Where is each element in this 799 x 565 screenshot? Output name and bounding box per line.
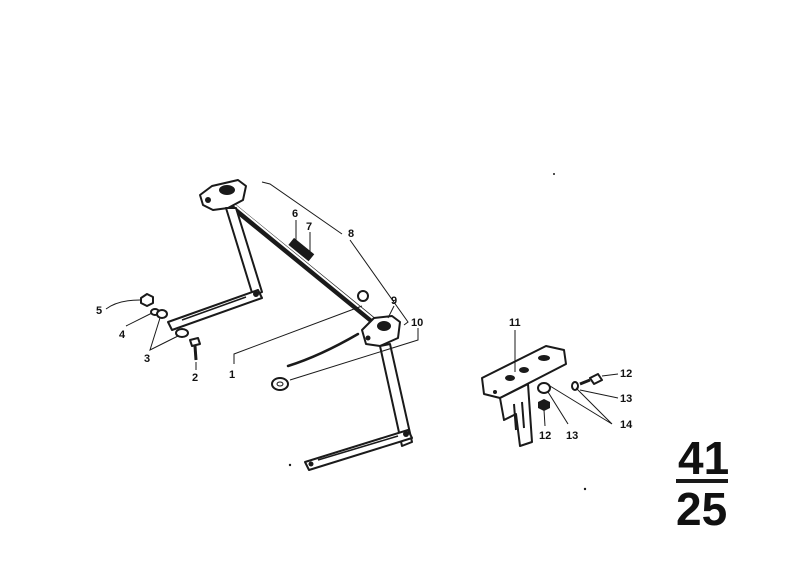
lower-link-end xyxy=(308,461,314,467)
bracket-slot-2 xyxy=(521,401,525,429)
stray-mark-1 xyxy=(553,173,555,175)
leader-14 xyxy=(549,385,613,425)
callout-2: 2 xyxy=(192,372,198,384)
callout-13-lower: 13 xyxy=(566,430,578,442)
nut-5 xyxy=(140,293,154,307)
figure-subgroup-number: 25 xyxy=(676,483,727,535)
upper-link-pivot xyxy=(253,291,259,297)
figure-number-divider xyxy=(676,479,728,483)
callout-14: 14 xyxy=(620,419,633,431)
top-bracket-hole xyxy=(219,185,235,195)
bracket-hole-1 xyxy=(505,375,515,381)
middle-bracket-hole xyxy=(377,321,391,331)
support-bracket-assembly xyxy=(481,345,603,447)
callout-3: 3 xyxy=(144,353,150,365)
cable-ring-hole xyxy=(276,381,284,387)
callout-12-right: 12 xyxy=(620,368,632,380)
bracket-hole-2 xyxy=(519,367,529,373)
top-bracket-bolt xyxy=(205,197,211,203)
callout-4: 4 xyxy=(119,329,126,341)
leader-3 xyxy=(149,317,179,351)
leader-1 xyxy=(233,305,363,364)
callout-labels: 1 2 3 4 5 6 7 8 9 10 11 12 13 12 13 14 xyxy=(96,208,633,442)
hinge-assembly xyxy=(167,179,413,471)
leader-10 xyxy=(289,328,419,381)
middle-bracket xyxy=(361,315,401,347)
callout-12-left: 12 xyxy=(539,430,551,442)
lower-link-pivot xyxy=(403,431,409,437)
leader-13-lower xyxy=(547,391,569,425)
bolt-2 xyxy=(189,337,201,347)
upper-slotted-link xyxy=(167,289,263,331)
bracket-hole-3 xyxy=(538,355,550,361)
callout-13-right: 13 xyxy=(620,393,632,405)
rod-sleeve xyxy=(288,237,315,262)
main-rod xyxy=(221,196,386,332)
fasteners-left xyxy=(140,293,201,361)
leader-lines xyxy=(105,181,619,427)
leader-4 xyxy=(125,312,153,327)
main-rod-highlight xyxy=(225,197,382,326)
rod-collar xyxy=(357,290,369,302)
upper-arm xyxy=(225,207,263,297)
support-bracket-leg xyxy=(499,383,533,447)
leader-5 xyxy=(105,299,141,310)
bracket-slot-1 xyxy=(513,403,517,431)
washer-3a xyxy=(156,309,168,319)
top-bracket xyxy=(199,179,247,211)
callout-9: 9 xyxy=(391,295,397,307)
middle-bracket-bolt xyxy=(365,335,371,341)
leader-9 xyxy=(387,305,395,319)
callout-11: 11 xyxy=(509,317,521,329)
stray-mark-3 xyxy=(583,487,587,491)
figure-number: 41 25 xyxy=(676,432,729,535)
callout-6: 6 xyxy=(292,208,298,220)
figure-group-number: 41 xyxy=(678,432,729,484)
leader-8 xyxy=(261,181,409,326)
callout-8: 8 xyxy=(348,228,354,240)
bracket-rivet xyxy=(493,390,497,394)
lower-arm xyxy=(379,343,413,447)
stray-mark-2 xyxy=(288,463,292,467)
cable xyxy=(286,332,360,368)
bolt-12-right-shank xyxy=(579,378,591,386)
callout-10: 10 xyxy=(411,317,423,329)
callout-7: 7 xyxy=(306,221,312,233)
leader-12-left xyxy=(543,409,546,427)
callout-5: 5 xyxy=(96,305,102,317)
washer-3b xyxy=(175,328,189,338)
bolt-12-right xyxy=(589,373,603,385)
leader-13-right xyxy=(579,389,619,399)
callout-1: 1 xyxy=(229,369,235,381)
upper-link-slot xyxy=(181,296,247,321)
nut-12-left xyxy=(538,399,550,411)
leader-12-right xyxy=(601,373,619,377)
washer-13-left xyxy=(537,382,551,394)
bolt-2-shank xyxy=(193,345,198,361)
lower-link-slot xyxy=(317,435,399,461)
